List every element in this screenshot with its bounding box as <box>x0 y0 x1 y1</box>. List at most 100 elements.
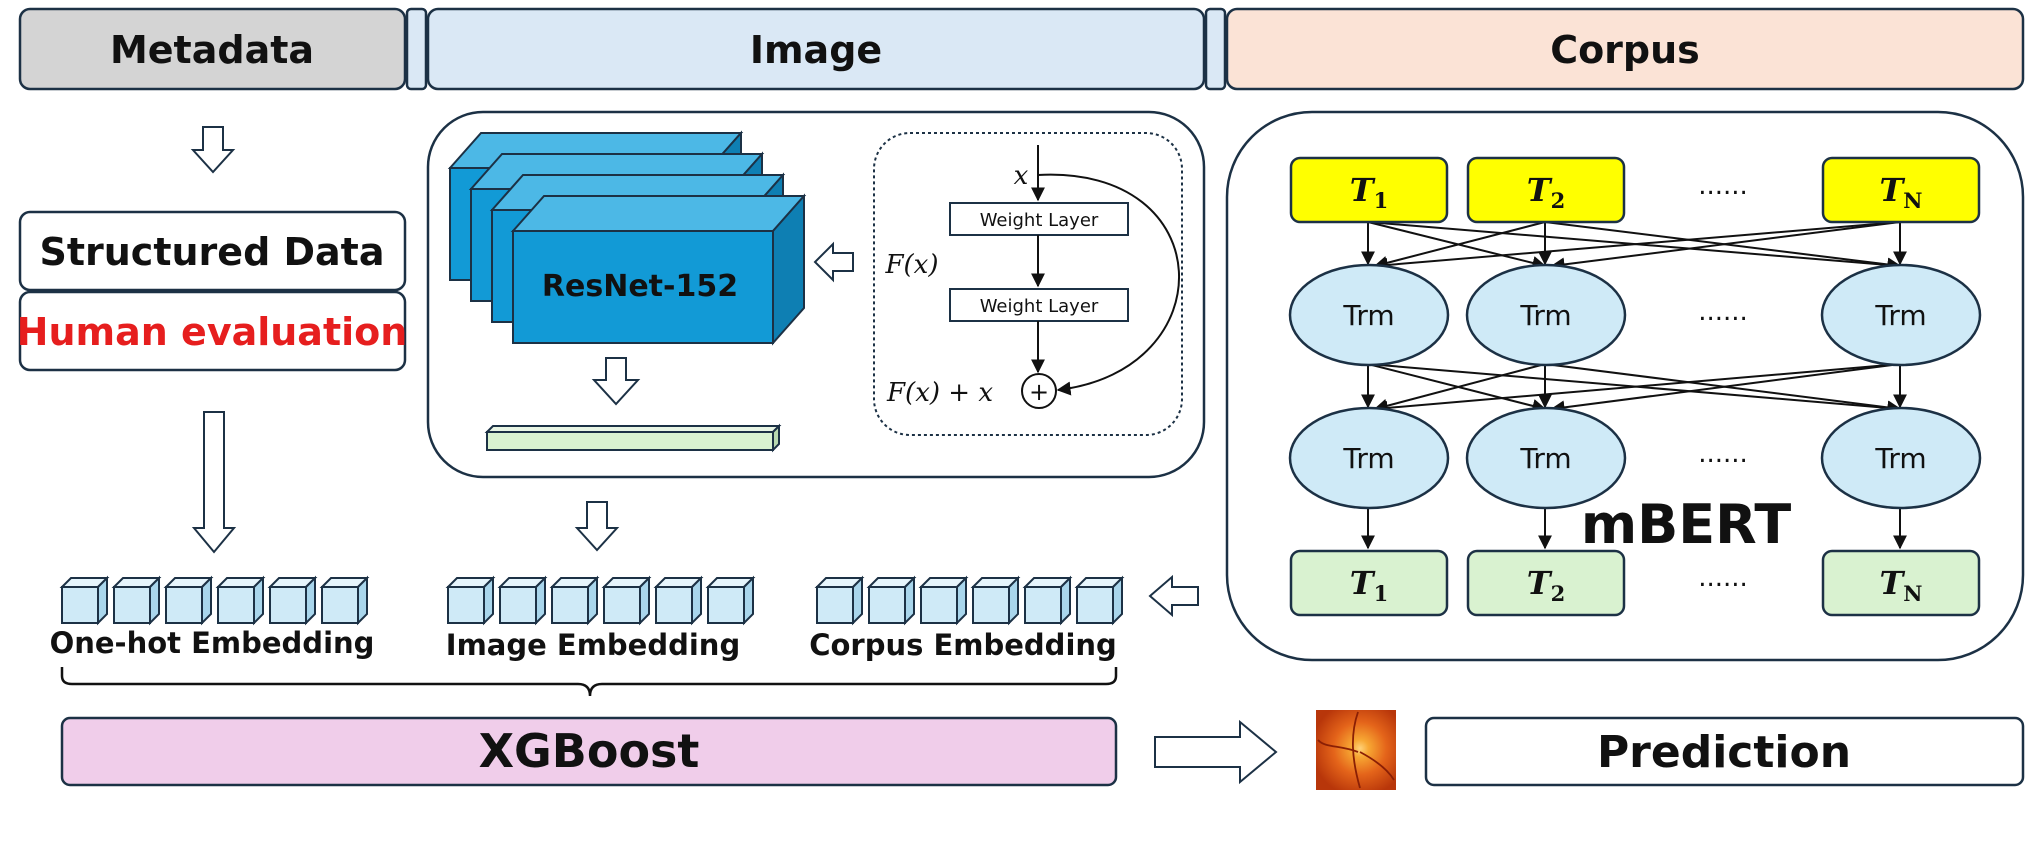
fundus-image <box>1316 710 1396 790</box>
embedding-cube <box>1022 575 1073 626</box>
output-token <box>1466 549 1626 617</box>
embedding-cube <box>866 575 917 626</box>
grouping-brace <box>60 667 1118 697</box>
trm-node <box>1288 406 1450 510</box>
human-evaluation-label: Human evaluation <box>17 310 408 354</box>
ellipsis: ...... <box>1698 297 1748 327</box>
trm-layer: Trm Trm ...... Trm <box>1288 263 1982 367</box>
trm-node <box>1820 263 1982 367</box>
output-token-label: T1 <box>1350 564 1388 606</box>
weight-layer-label: Weight Layer <box>980 210 1099 231</box>
prediction-label: Prediction <box>1597 727 1851 778</box>
trm-node <box>1288 263 1450 367</box>
structured-data-label: Structured Data <box>39 230 384 274</box>
human-evaluation-box <box>18 290 407 372</box>
embedding-cube <box>814 575 865 626</box>
trm-label: Trm <box>1874 442 1926 475</box>
trm-node <box>1465 263 1627 367</box>
embedding-cube <box>445 575 496 626</box>
trm-label: Trm <box>1342 442 1394 475</box>
trm-node <box>1465 406 1627 510</box>
down-arrow <box>190 126 236 174</box>
output-token-label: T2 <box>1527 564 1565 606</box>
corpus-embedding-label: Corpus Embedding <box>809 628 1117 662</box>
resnet-label: ResNet-152 <box>542 269 738 304</box>
add-node-label: + <box>1029 378 1049 406</box>
embedding-cube <box>705 575 756 626</box>
trm-label: Trm <box>1342 299 1394 332</box>
prediction-box <box>1424 716 2025 787</box>
trm-layer: Trm Trm ...... Trm <box>1288 406 1982 510</box>
output-token <box>1821 549 1981 617</box>
onehot-embedding-label: One-hot Embedding <box>50 626 375 660</box>
input-token <box>1466 156 1626 224</box>
input-tokens: T1 T2 ...... TN <box>1289 156 1981 224</box>
feature-vector <box>484 423 782 453</box>
left-arrow <box>813 241 854 283</box>
embedding-cube <box>601 575 652 626</box>
image-header <box>426 7 1206 91</box>
embedding-cube <box>497 575 548 626</box>
weight-layer <box>949 288 1129 322</box>
input-token <box>1289 156 1449 224</box>
structured-data-box <box>18 210 407 292</box>
residual-block: x Weight Layer Weight Layer F(x) + F(x) … <box>873 132 1183 436</box>
weight-layer <box>949 202 1129 236</box>
embedding-cube <box>163 575 214 626</box>
metadata-header <box>18 7 407 91</box>
image-embedding-label: Image Embedding <box>446 628 740 662</box>
corpus-embedding-cubes <box>814 575 1125 626</box>
trm-label: Trm <box>1519 299 1571 332</box>
header-row: Metadata Image Corpus <box>18 7 2025 91</box>
embedding-cube <box>267 575 318 626</box>
residual-output-label: F(x) + x <box>886 378 993 408</box>
attention-connections <box>1361 221 1907 550</box>
down-arrow <box>591 357 641 406</box>
embedding-cube <box>111 575 162 626</box>
embedding-cube <box>215 575 266 626</box>
embedding-cube <box>970 575 1021 626</box>
output-token <box>1289 549 1449 617</box>
down-arrow <box>191 411 237 554</box>
onehot-embedding-cubes <box>59 575 370 626</box>
residual-fx-label: F(x) <box>885 250 939 280</box>
resnet-stack <box>447 130 807 346</box>
resnet-layer <box>510 193 807 346</box>
xgboost-label: XGBoost <box>479 724 700 778</box>
embedding-cube <box>653 575 704 626</box>
input-token-label: TN <box>1879 171 1922 213</box>
image-embedding-cubes <box>445 575 756 626</box>
model-label: mBERT <box>1581 493 1791 556</box>
header-divider <box>1204 7 1227 91</box>
metadata-header-label: Metadata <box>110 28 314 72</box>
corpus-panel: T1 T2 ...... TN Trm Trm ...... Trm Trm T… <box>1225 110 2025 662</box>
trm-label: Trm <box>1874 299 1926 332</box>
embedding-cube <box>59 575 110 626</box>
output-tokens: T1 T2 ...... TN <box>1289 549 1981 617</box>
input-token <box>1821 156 1981 224</box>
left-arrow <box>1148 574 1199 618</box>
header-divider <box>405 7 428 91</box>
image-header-label: Image <box>750 28 882 72</box>
metadata-column: Structured Data Human evaluation <box>17 126 408 554</box>
xgboost-box <box>60 716 1118 787</box>
corpus-header-label: Corpus <box>1550 28 1700 72</box>
trm-label: Trm <box>1519 442 1571 475</box>
image-panel: ResNet-152 x Weight Layer Weight Layer F… <box>426 110 1206 552</box>
input-token-label: T1 <box>1350 171 1388 213</box>
right-arrow <box>1154 719 1278 785</box>
embedding-cube <box>319 575 370 626</box>
down-arrow <box>574 501 620 552</box>
trm-node <box>1820 406 1982 510</box>
output-token-label: TN <box>1879 564 1922 606</box>
weight-layer-label: Weight Layer <box>980 296 1099 317</box>
ellipsis: ...... <box>1698 171 1748 201</box>
embedding-cube <box>549 575 600 626</box>
corpus-header <box>1225 7 2025 91</box>
ellipsis: ...... <box>1698 563 1748 593</box>
residual-block-frame <box>873 132 1183 436</box>
residual-x-label: x <box>1014 161 1029 191</box>
input-token-label: T2 <box>1527 171 1565 213</box>
add-node <box>1021 373 1057 409</box>
